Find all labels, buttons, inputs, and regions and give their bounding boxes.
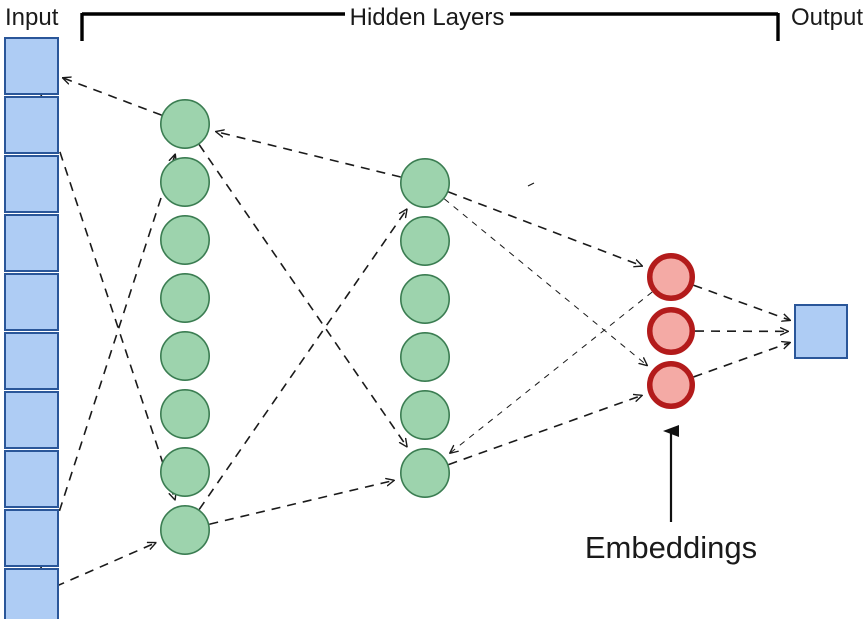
input-node	[4, 37, 59, 95]
stray-mark	[527, 182, 535, 187]
hidden-node	[160, 157, 211, 208]
input-node	[4, 568, 59, 619]
connection-line	[198, 209, 407, 510]
input-node	[4, 155, 59, 213]
hidden-node	[399, 331, 450, 382]
hidden-node	[160, 330, 211, 381]
input-node	[4, 96, 59, 154]
input-node	[4, 273, 59, 331]
connection-line	[216, 132, 401, 178]
connection-line	[450, 291, 653, 453]
hidden-node	[160, 504, 211, 555]
input-node	[4, 391, 59, 449]
input-node	[4, 450, 59, 508]
connection-line	[55, 543, 156, 588]
hidden-layers-bracket	[80, 12, 780, 41]
connection-edges	[38, 78, 790, 588]
connection-line	[38, 154, 175, 573]
hidden-node	[160, 272, 211, 323]
hidden-node	[160, 99, 211, 150]
hidden-layers-label: Hidden Layers	[350, 4, 505, 31]
hidden-node	[399, 389, 450, 440]
connection-line	[209, 480, 394, 526]
input-node	[4, 332, 59, 390]
hidden-node	[160, 215, 211, 266]
hidden-node	[399, 158, 450, 209]
connection-line	[444, 198, 647, 365]
hidden-node	[160, 446, 211, 497]
hidden-node	[399, 447, 450, 498]
connection-line	[39, 90, 175, 499]
input-node	[4, 214, 59, 272]
embedding-node	[647, 307, 695, 355]
connection-line	[693, 284, 790, 320]
embedding-node	[647, 253, 695, 301]
connection-line	[448, 191, 642, 266]
embedding-node	[647, 361, 695, 409]
connection-line	[693, 343, 790, 378]
embeddings-label: Embeddings	[585, 530, 757, 565]
output-node	[794, 304, 848, 359]
input-label: Input	[5, 4, 59, 31]
hidden-node	[160, 388, 211, 439]
hidden-node	[399, 273, 450, 324]
input-node	[4, 509, 59, 567]
layer-nodes	[4, 37, 848, 619]
hidden-node	[399, 216, 450, 267]
connection-line	[198, 144, 407, 447]
connection-line	[448, 395, 642, 466]
output-label: Output	[791, 4, 863, 31]
connection-line	[63, 78, 162, 116]
